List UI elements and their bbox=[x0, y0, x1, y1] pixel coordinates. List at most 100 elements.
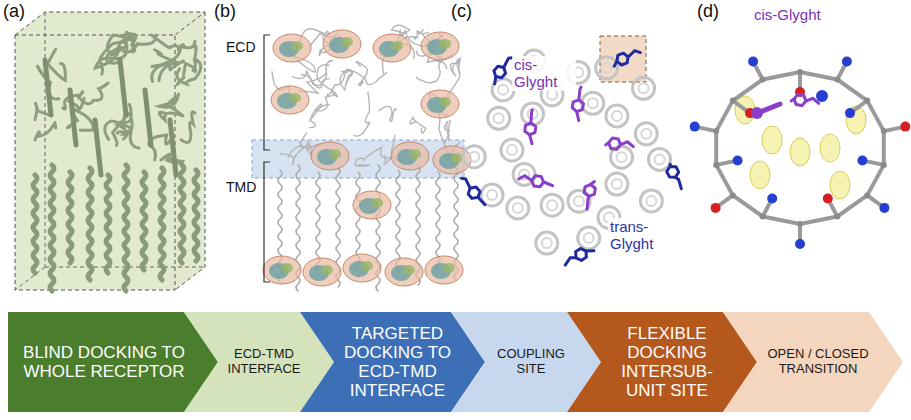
helix-end bbox=[536, 232, 558, 254]
ligand-tail bbox=[628, 51, 640, 57]
chevron-fill bbox=[300, 312, 485, 412]
atom bbox=[795, 239, 805, 249]
beta-strand bbox=[45, 60, 51, 115]
process-chevron: OPEN / CLOSED TRANSITION bbox=[723, 312, 903, 412]
atom bbox=[881, 162, 887, 168]
atom bbox=[834, 77, 840, 83]
loop bbox=[327, 71, 351, 96]
ligand-tail bbox=[620, 142, 633, 147]
helix-end bbox=[501, 139, 523, 161]
helix-end bbox=[578, 227, 600, 249]
atom bbox=[857, 156, 867, 166]
pocket-core bbox=[341, 37, 353, 47]
pocket-blob bbox=[421, 32, 459, 60]
protein-outline bbox=[272, 25, 460, 291]
ligand-tail bbox=[519, 176, 532, 181]
pocket-core bbox=[391, 41, 403, 51]
pocket-blob bbox=[263, 256, 301, 284]
beta-strand bbox=[95, 120, 101, 175]
loop bbox=[119, 125, 139, 148]
atom bbox=[842, 57, 852, 67]
process-chevron: TARGETED DOCKING TO ECD-TMD INTERFACE bbox=[300, 312, 485, 412]
atom bbox=[797, 69, 803, 75]
helix bbox=[106, 175, 110, 273]
ligand-ring bbox=[794, 94, 806, 105]
ligand-ring bbox=[532, 176, 544, 187]
helix bbox=[142, 172, 146, 270]
helix-core bbox=[513, 203, 523, 213]
helix-core bbox=[602, 63, 612, 73]
atom bbox=[864, 192, 870, 198]
pocket-core bbox=[439, 39, 451, 49]
pocket-core bbox=[281, 263, 293, 273]
ligand-atom bbox=[816, 90, 828, 102]
atom bbox=[730, 98, 736, 104]
pocket-core bbox=[443, 263, 455, 273]
atom bbox=[879, 203, 889, 213]
helix-end bbox=[582, 92, 604, 114]
loop bbox=[450, 58, 460, 74]
loop bbox=[410, 117, 426, 133]
atom bbox=[748, 57, 758, 67]
ligand-tail bbox=[544, 182, 553, 186]
loop bbox=[354, 92, 370, 136]
helix bbox=[436, 172, 440, 270]
helix-end bbox=[606, 105, 628, 127]
helix-end bbox=[633, 77, 655, 99]
atom bbox=[733, 156, 743, 166]
pocket-blob bbox=[421, 90, 459, 118]
ligand-atom bbox=[751, 107, 763, 119]
pocket-core bbox=[409, 149, 421, 159]
beta-strand bbox=[145, 90, 151, 145]
ligand-tail bbox=[806, 98, 819, 103]
atom bbox=[713, 128, 719, 134]
helix-core bbox=[547, 90, 557, 100]
ligand-tail bbox=[579, 87, 581, 100]
beta-strand bbox=[70, 90, 76, 145]
helix bbox=[180, 165, 184, 263]
ligand-label: cis-Glyght bbox=[752, 6, 823, 25]
helix-core bbox=[646, 196, 656, 206]
atom bbox=[881, 128, 887, 134]
pocket-blob bbox=[391, 142, 429, 170]
helix-end bbox=[541, 194, 563, 216]
panel-letter: (a) bbox=[3, 2, 25, 22]
ligand-ring bbox=[609, 138, 621, 149]
helix-core bbox=[494, 113, 504, 123]
receptor-box bbox=[15, 12, 205, 291]
pocket-blob bbox=[425, 256, 463, 284]
top-view bbox=[462, 36, 682, 265]
region-label: ECD bbox=[226, 40, 256, 55]
density-blob bbox=[762, 126, 782, 154]
loop bbox=[444, 121, 450, 140]
helix-core bbox=[507, 145, 517, 155]
ligand-ring bbox=[617, 53, 628, 65]
ligand-tail bbox=[478, 197, 485, 205]
panel-letter: (d) bbox=[697, 2, 719, 22]
ligand-tail bbox=[565, 258, 576, 265]
helix-core bbox=[469, 152, 479, 162]
helix-core bbox=[498, 85, 508, 95]
ligand-tail bbox=[586, 249, 594, 252]
helix-core bbox=[641, 129, 651, 139]
ligand-tail bbox=[791, 99, 794, 101]
ligand-tail bbox=[760, 104, 780, 112]
step-text: BLIND DOCKING TO WHOLE RECEPTOR bbox=[18, 343, 190, 381]
ligand-tail bbox=[462, 178, 471, 188]
pocket-blob bbox=[343, 254, 381, 282]
pocket-blob bbox=[311, 142, 349, 170]
atom bbox=[834, 214, 840, 220]
ligand-label: trans-Glyght bbox=[608, 218, 674, 253]
pocket-core bbox=[439, 97, 451, 107]
box-edge bbox=[15, 12, 205, 35]
helix-core bbox=[547, 200, 557, 210]
chevron-fill bbox=[567, 312, 757, 412]
beta-strand bbox=[120, 60, 126, 115]
atom bbox=[767, 194, 777, 204]
ligand-tail bbox=[530, 135, 532, 144]
atom bbox=[797, 221, 803, 227]
process-chevron: BLIND DOCKING TO WHOLE RECEPTOR bbox=[8, 312, 218, 412]
helix-core bbox=[542, 238, 552, 248]
ligand-label: cis-Glyght bbox=[512, 56, 576, 91]
pocket-blob bbox=[323, 30, 361, 58]
